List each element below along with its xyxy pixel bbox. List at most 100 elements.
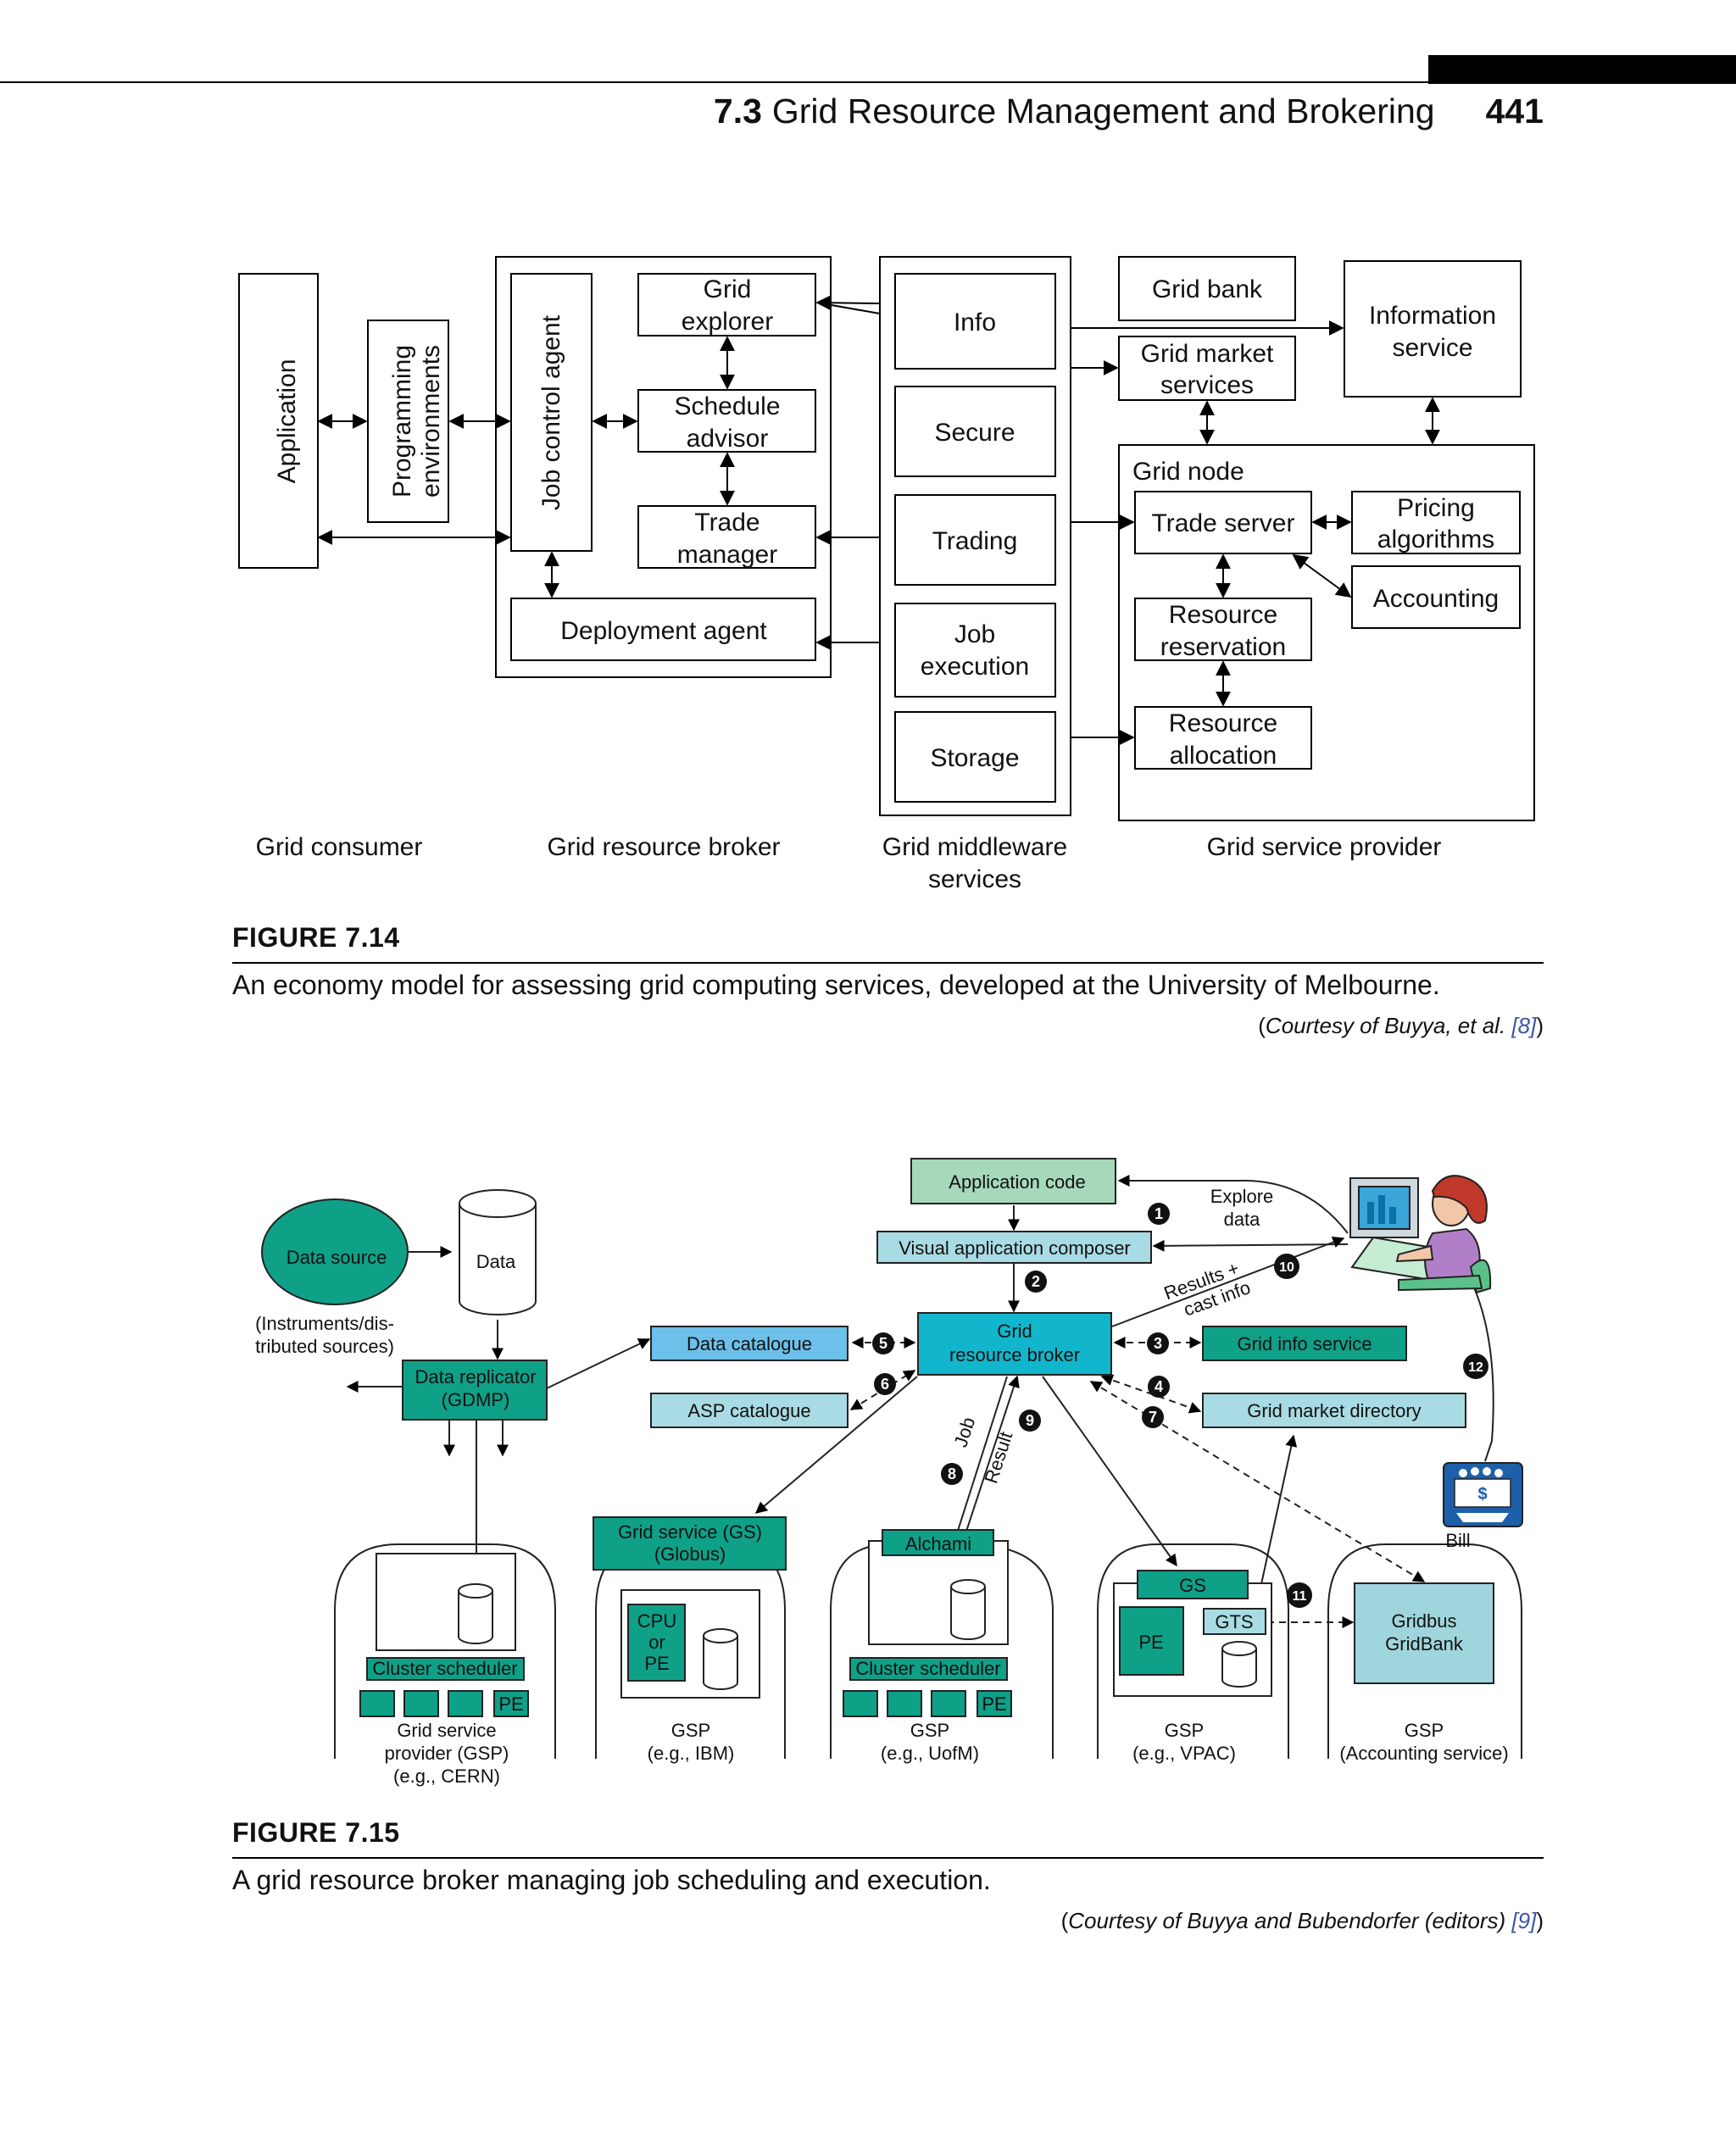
label-gsp-accounting-2: (Accounting service) <box>1339 1743 1508 1764</box>
label-data-source: Data source <box>287 1247 387 1268</box>
arrow-result <box>959 1375 1020 1553</box>
label-instruments-1: (Instruments/dis- <box>255 1313 394 1334</box>
label-secure: Secure <box>934 419 1015 447</box>
section-title: Grid Resource Management and Brokering <box>771 92 1435 131</box>
uofm-cluster-scheduler-box <box>849 1657 1008 1681</box>
label-grid-resource-broker: Grid resource broker <box>547 833 780 861</box>
label-gsp-uofm-1: GSP <box>910 1720 949 1741</box>
label-gsp-ibm-1: GSP <box>671 1720 710 1741</box>
uofm-pe-box <box>976 1690 1012 1717</box>
label-grid-consumer: Grid consumer <box>256 833 423 861</box>
vpac-gs-box <box>1137 1570 1249 1599</box>
label-job: Job <box>949 1415 979 1449</box>
label-cern-pe: PE <box>498 1693 523 1715</box>
resource-allocation-box <box>1134 706 1312 770</box>
label-cpu-1: CPU <box>637 1610 676 1632</box>
step-badges: 1 2 3 4 5 6 7 8 9 10 11 12 <box>872 1203 1488 1608</box>
label-storage: Storage <box>930 744 1019 772</box>
vpac-gts-box <box>1203 1608 1266 1635</box>
svg-text:1: 1 <box>1155 1205 1163 1222</box>
label-progenv-1: Programming <box>388 345 416 498</box>
figure-14-caption: An economy model for assessing grid comp… <box>232 970 1440 1000</box>
svg-text:5: 5 <box>879 1335 887 1352</box>
user-computer-icon <box>1349 1175 1492 1294</box>
trade-server-box <box>1134 491 1312 554</box>
alchami-box <box>882 1529 994 1556</box>
arrow-user-composer <box>1152 1239 1349 1252</box>
grid-broker-box <box>917 1312 1112 1376</box>
label-gsp-cern-3: (e.g., CERN) <box>393 1766 500 1787</box>
label-vpac-gts: GTS <box>1215 1611 1253 1632</box>
label-asp-catalogue: ASP catalogue <box>687 1400 810 1421</box>
section-number: 7.3 <box>713 92 762 131</box>
label-explore-data-1: Explore <box>1210 1186 1274 1207</box>
label-grid-service-globus-1: Grid service (GS) <box>618 1521 762 1543</box>
svg-text:2: 2 <box>1032 1273 1040 1290</box>
label-grid-market-1: Grid market <box>1141 340 1274 368</box>
bill-icon <box>1443 1462 1523 1527</box>
trade-manager-box <box>637 505 816 569</box>
badge-11: 11 <box>1287 1582 1312 1608</box>
svg-text:9: 9 <box>1026 1412 1034 1429</box>
arrow-broker-vpac <box>1042 1376 1177 1567</box>
svg-text:10: 10 <box>1279 1260 1294 1275</box>
label-job-execution-1: Job <box>954 620 995 648</box>
uofm-node-1 <box>843 1690 878 1717</box>
resource-reservation-box <box>1134 598 1312 661</box>
grid-info-service-box <box>1202 1326 1407 1361</box>
pricing-algorithms-box <box>1351 491 1521 554</box>
label-grid-service-globus-2: (Globus) <box>654 1543 726 1565</box>
label-schedule-advisor-2: advisor <box>687 425 769 453</box>
label-gsp-vpac-1: GSP <box>1165 1720 1204 1741</box>
label-result: Result <box>980 1429 1016 1486</box>
label-visual-composer: Visual application composer <box>899 1237 1131 1259</box>
cern-node-2 <box>403 1690 439 1717</box>
arrow-explore-data <box>1117 1175 1349 1234</box>
cern-storage-cylinder <box>458 1583 493 1644</box>
label-allocation-2: allocation <box>1170 742 1277 770</box>
label-trading: Trading <box>932 527 1018 555</box>
label-cpu-3: PE <box>644 1653 669 1674</box>
label-bill: Bill <box>1445 1530 1470 1551</box>
page-number: 441 <box>1485 92 1544 131</box>
svg-text:7: 7 <box>1149 1409 1157 1426</box>
data-cylinder <box>459 1189 537 1315</box>
uofm-inner-box <box>868 1540 1009 1645</box>
svg-text:8: 8 <box>948 1465 956 1482</box>
grid-market-services-box <box>1118 336 1296 401</box>
badge-2: 2 <box>1025 1271 1047 1293</box>
label-data-catalogue: Data catalogue <box>687 1333 812 1354</box>
label-grid-market-directory: Grid market directory <box>1247 1400 1421 1421</box>
badge-12: 12 <box>1463 1354 1488 1379</box>
label-cpu-2: or <box>648 1632 665 1653</box>
arch-cern <box>334 1543 556 1759</box>
figure-14-rule <box>232 962 1544 964</box>
figure-15-label: FIGURE 7.15 <box>232 1817 400 1848</box>
label-gsp-ibm-2: (e.g., IBM) <box>648 1743 735 1764</box>
label-grid-service-provider: Grid service provider <box>1207 833 1442 861</box>
arrow-info-explorer-2 <box>816 302 881 314</box>
label-allocation-1: Resource <box>1169 709 1277 737</box>
label-grid-bank: Grid bank <box>1152 275 1263 303</box>
uofm-node-2 <box>887 1690 922 1717</box>
label-accounting: Accounting <box>1373 585 1499 613</box>
label-gsp-accounting-1: GSP <box>1405 1720 1444 1741</box>
badge-10: 10 <box>1274 1254 1299 1279</box>
label-application: Application <box>273 359 301 484</box>
figure-14-credit: (Courtesy of Buyya, et al. [8]) <box>1258 1013 1544 1038</box>
data-catalogue-box <box>650 1326 849 1361</box>
figure-15-caption: A grid resource broker managing job sche… <box>232 1865 991 1895</box>
figure-15-credit-ref[interactable]: [9] <box>1511 1908 1537 1933</box>
label-explore-data-2: data <box>1224 1209 1261 1230</box>
trading-box <box>894 494 1056 586</box>
label-gridbus-2: GridBank <box>1385 1633 1464 1654</box>
job-control-agent-box <box>510 273 593 552</box>
label-progenv-2: environments <box>417 345 445 498</box>
figure-15-credit-text: Courtesy of Buyya and Bubendorfer (edito… <box>1068 1908 1506 1933</box>
label-gridbus-1: Gridbus <box>1391 1610 1456 1632</box>
cern-node-3 <box>448 1690 483 1717</box>
figure-14-credit-ref[interactable]: [8] <box>1511 1013 1537 1038</box>
badge-8: 8 <box>941 1463 963 1485</box>
label-grid-broker-1: Grid <box>997 1321 1032 1342</box>
